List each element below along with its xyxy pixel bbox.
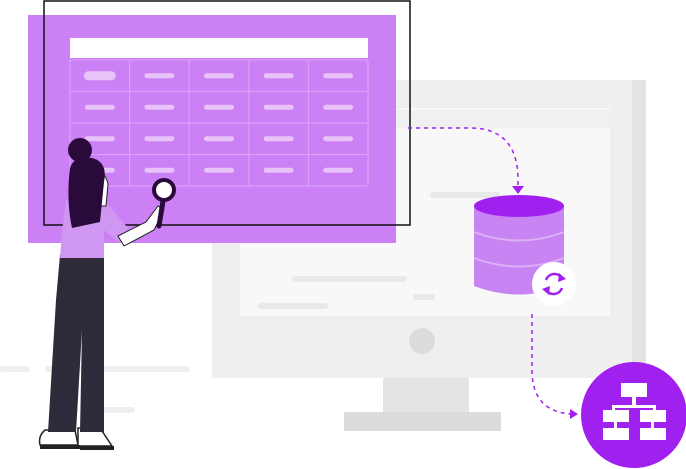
table-cell-placeholder xyxy=(83,71,116,81)
table-cell-placeholder xyxy=(144,167,175,173)
table-cell-placeholder xyxy=(323,167,354,173)
table-cell-placeholder xyxy=(263,73,294,79)
sync-icon xyxy=(532,262,576,306)
table-cell-placeholder xyxy=(323,104,354,110)
monitor-power-button xyxy=(409,328,435,354)
connector-panel-to-database xyxy=(408,127,524,194)
connector-database-to-hierarchy xyxy=(531,314,578,419)
hierarchy-icon xyxy=(581,362,686,468)
table-cell-placeholder xyxy=(204,104,234,110)
monitor-neck xyxy=(383,378,469,414)
database-top xyxy=(474,195,564,217)
table-cell-placeholder xyxy=(263,167,294,173)
table-cell-placeholder xyxy=(204,136,234,142)
magnifier-icon xyxy=(152,178,176,229)
monitor-stand xyxy=(344,412,501,431)
table-cell-placeholder xyxy=(204,167,234,173)
table-cell-placeholder xyxy=(263,136,294,142)
table-header-bar xyxy=(70,38,368,58)
floor-lines xyxy=(0,366,190,413)
table-cell-placeholder xyxy=(323,136,354,142)
table-cell-placeholder xyxy=(144,136,175,142)
table-cell-placeholder xyxy=(144,104,175,110)
table-cell-placeholder xyxy=(84,136,115,142)
table-cell-placeholder xyxy=(84,104,115,110)
table-grid xyxy=(69,59,369,187)
table-cell-placeholder xyxy=(323,73,354,79)
person-hair xyxy=(68,157,105,228)
table-cell-placeholder xyxy=(204,73,234,79)
table-cell-placeholder xyxy=(263,104,294,110)
person xyxy=(38,138,165,450)
person-pants xyxy=(48,255,104,432)
table-cell-placeholder xyxy=(144,73,175,79)
selection-frame xyxy=(43,0,411,226)
person-hair-bun xyxy=(68,138,92,162)
monitor-side-shade xyxy=(632,80,646,378)
